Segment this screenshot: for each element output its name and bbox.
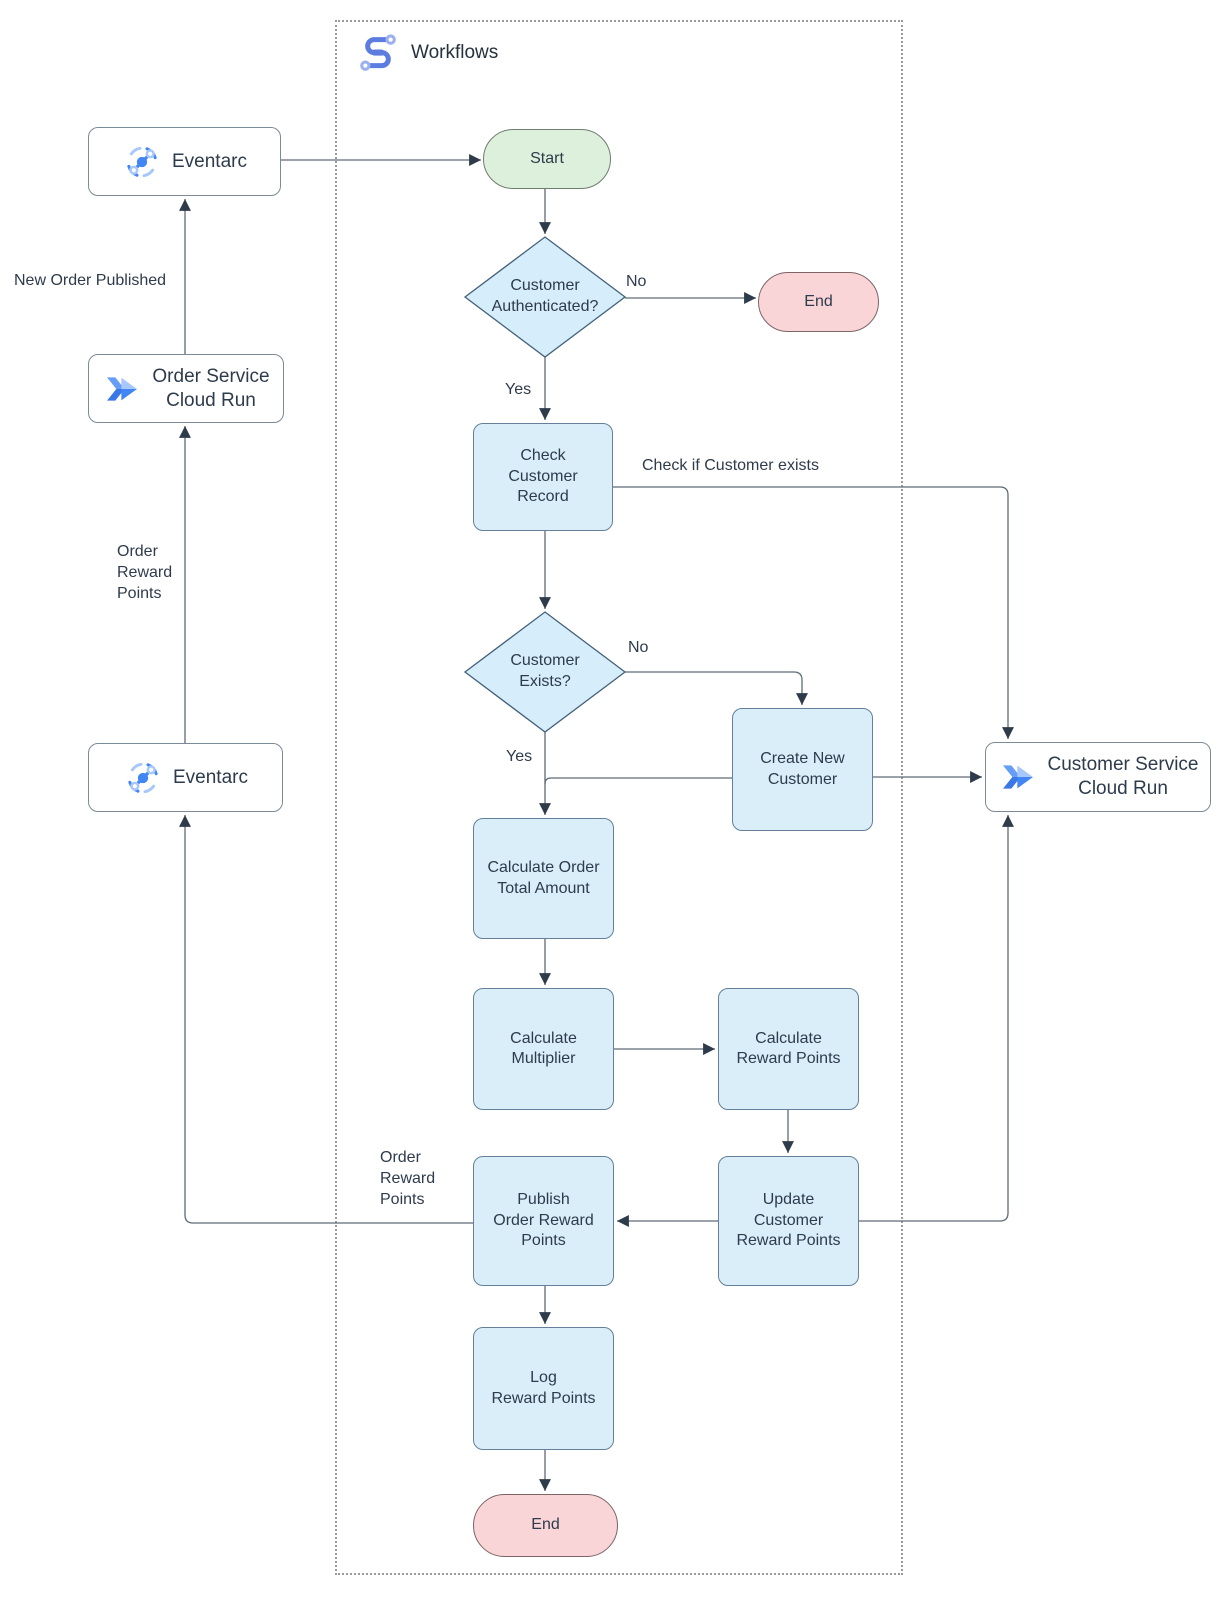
- node-label: End: [531, 1516, 560, 1534]
- edge-label-yes-mid: Yes: [506, 748, 533, 765]
- cloud-run-icon: [107, 376, 138, 401]
- edge-label-no-mid: No: [628, 639, 649, 656]
- node-start: Start: [483, 129, 611, 189]
- node-label: Customer Service Cloud Run: [1047, 754, 1199, 799]
- decision-customer-authenticated-shape: [463, 236, 627, 358]
- node-label: Calculate Reward Points: [736, 1029, 841, 1067]
- node-label: Update Customer Reward Points: [736, 1191, 841, 1250]
- node-label: Check Customer Record: [508, 447, 578, 506]
- decision-customer-authenticated-label: Customer Authenticated?: [491, 277, 599, 315]
- node-check-customer-record: Check Customer Record: [473, 423, 613, 531]
- eventarc-icon: [128, 762, 158, 793]
- node-label: Start: [530, 149, 564, 167]
- edge-label-check-if-customer-exists: Check if Customer exists: [642, 457, 819, 474]
- node-label: Order Service Cloud Run: [152, 365, 270, 411]
- node-label: End: [804, 292, 833, 310]
- edge-publish-to-eventarc: [179, 815, 473, 1224]
- cloud-run-icon: [1002, 765, 1033, 789]
- decision-customer-exists-label: Customer Exists?: [510, 652, 580, 690]
- node-label: Publish Order Reward Points: [493, 1191, 594, 1250]
- node-calculate-multiplier: Calculate Multiplier: [473, 988, 614, 1110]
- node-update-customer-reward-points: Update Customer Reward Points: [718, 1156, 859, 1286]
- node-label: Eventarc: [173, 766, 248, 788]
- node-label: Eventarc: [172, 150, 247, 172]
- edge-check-to-customer-service: [613, 486, 1014, 739]
- edge-update-to-customer-service: [858, 815, 1014, 1222]
- node-label: Calculate Multiplier: [510, 1029, 577, 1067]
- edge-label-yes-top: Yes: [505, 381, 532, 398]
- workflows-container-frame: [335, 20, 903, 1575]
- node-order-service-cloud-run: Order Service Cloud Run: [88, 354, 284, 423]
- node-customer-service-cloud-run: Customer Service Cloud Run: [985, 742, 1211, 812]
- edge-label-no-top: No: [626, 273, 647, 290]
- workflows-icon: [360, 34, 396, 71]
- decision-customer-exists-shape: [463, 611, 627, 733]
- edge-label-order-reward-points-mid: Order Reward Points: [380, 1149, 436, 1208]
- node-label: Log Reward Points: [491, 1369, 596, 1407]
- edge-label-order-reward-points-left: Order Reward Points: [117, 543, 173, 602]
- eventarc-icon: [127, 146, 157, 177]
- node-eventarc-top: Eventarc: [88, 127, 281, 196]
- node-eventarc-bottom: Eventarc: [88, 743, 283, 812]
- node-publish-order-reward-points: Publish Order Reward Points: [473, 1156, 614, 1286]
- edge-create-join-main-flow: [544, 777, 732, 785]
- node-calculate-reward-points: Calculate Reward Points: [718, 988, 859, 1110]
- node-log-reward-points: Log Reward Points: [473, 1327, 614, 1450]
- edge-exists-no-to-create: [625, 671, 808, 705]
- workflows-header: Workflows: [355, 30, 498, 76]
- workflows-title: Workflows: [411, 42, 499, 63]
- node-end-top: End: [758, 272, 879, 332]
- edge-label-new-order-published: New Order Published: [14, 272, 167, 289]
- node-end-bottom: End: [473, 1494, 618, 1557]
- node-create-new-customer: Create New Customer: [732, 708, 873, 831]
- node-label: Calculate Order Total Amount: [487, 859, 600, 897]
- node-label: Create New Customer: [760, 750, 845, 788]
- node-calculate-order-total: Calculate Order Total Amount: [473, 818, 614, 939]
